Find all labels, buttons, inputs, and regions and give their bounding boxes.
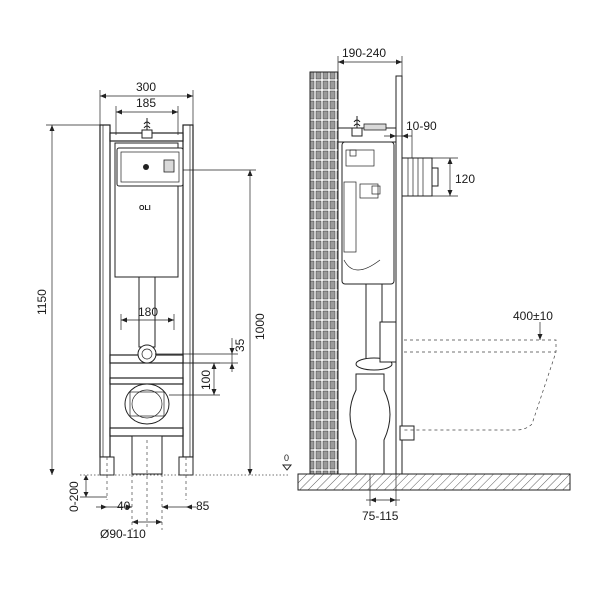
dim-outlet-offset: 35 xyxy=(233,338,247,352)
dim-inner-width: 185 xyxy=(136,96,156,110)
front-view: OLI 300 xyxy=(35,80,290,541)
left-frame-post xyxy=(99,124,111,458)
floor-zero-label: 0 xyxy=(284,453,289,463)
flush-button xyxy=(143,164,149,170)
inlet-connector xyxy=(401,157,433,197)
right-frame-post xyxy=(182,124,194,458)
water-inlet-icon xyxy=(141,118,153,139)
base-rail xyxy=(109,427,184,437)
dim-bowl-height: 400±10 xyxy=(513,309,553,323)
brand-label: OLI xyxy=(139,205,151,212)
dim-leg-offset-right: 85 xyxy=(196,499,210,513)
dim-leg-offset-left: 40 xyxy=(117,499,131,513)
dim-inlet-height: 120 xyxy=(455,172,475,186)
pipe-outlet xyxy=(137,344,157,364)
dim-total-height: 1150 xyxy=(35,289,49,315)
drain-bend xyxy=(349,373,391,475)
toilet-bowl xyxy=(404,339,557,431)
flush-plate xyxy=(116,147,184,187)
dim-frame-width: 300 xyxy=(136,80,156,94)
dim-drain-height: 100 xyxy=(199,370,213,390)
dim-drain-offset: 75-115 xyxy=(362,509,399,523)
dim-wall-depth: 190-240 xyxy=(342,46,386,60)
dim-pipe-spacing: 180 xyxy=(138,305,158,319)
cistern-side xyxy=(341,141,395,285)
floor-slab xyxy=(297,473,571,491)
dim-flush-height: 1000 xyxy=(253,313,267,340)
dim-floor-adjust: 0-200 xyxy=(67,481,81,512)
side-view: 190-240 10-90 120 400±10 75-115 0 xyxy=(281,46,571,523)
side-inlet-icon xyxy=(351,116,387,137)
dim-drain-diameter: Ø90-110 xyxy=(100,527,146,541)
dim-inlet-depth: 10-90 xyxy=(406,119,437,133)
brick-wall xyxy=(309,71,339,475)
